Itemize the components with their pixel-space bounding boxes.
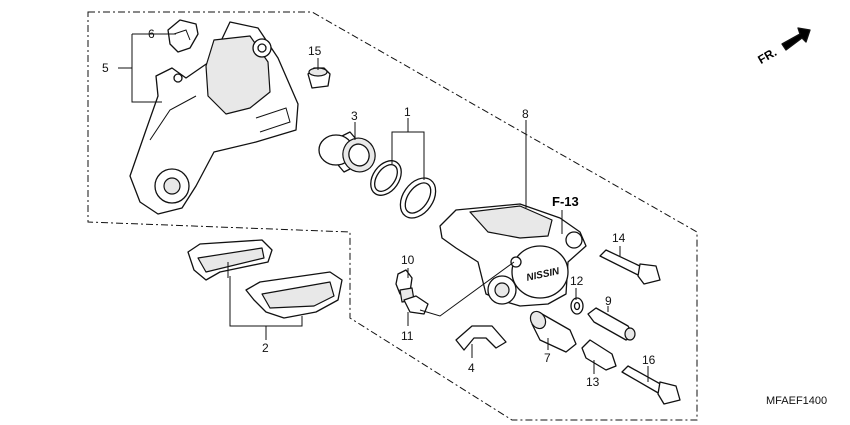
sealing-washer (570, 297, 584, 315)
part-label-11: 11 (401, 329, 414, 343)
piston-seals (370, 160, 437, 219)
part-label-14: 14 (612, 231, 626, 245)
brake-pads (187, 239, 343, 319)
part-label-15: 15 (308, 44, 322, 58)
part-label-7: 7 (544, 351, 551, 365)
part-label-12: 12 (570, 274, 584, 288)
part-label-6: 6 (148, 27, 155, 41)
part-label-13: 13 (586, 375, 600, 389)
reference-label: F-13 (552, 194, 579, 209)
part-label-9: 9 (605, 294, 612, 308)
assembly-boundary (87, 11, 698, 421)
caliper-piston (318, 131, 376, 173)
part-label-16: 16 (642, 353, 656, 367)
front-direction-arrow: FR. (755, 27, 811, 67)
pad-spring (455, 325, 507, 351)
part-label-4: 4 (468, 361, 475, 375)
part-label-2: 2 (262, 341, 269, 355)
caliper-body (439, 203, 587, 307)
front-marker-label: FR. (755, 45, 779, 67)
part-label-5: 5 (102, 61, 109, 75)
slide-pin-boot (529, 310, 577, 353)
part-label-1: 1 (404, 105, 411, 119)
pin-bolt-upper (599, 249, 661, 285)
part-label-10: 10 (401, 253, 415, 267)
part-label-8: 8 (522, 107, 529, 121)
pin-bolt-lower (621, 365, 681, 405)
diagram-code-label: MFAEF1400 (766, 395, 827, 407)
bracket-clip (167, 19, 199, 53)
boot-cap (307, 67, 331, 89)
pin-boot (581, 339, 617, 371)
part-label-3: 3 (351, 109, 358, 123)
bleed-bolt (403, 295, 429, 315)
slide-pin (587, 307, 636, 341)
leader-lines (118, 33, 649, 382)
caliper-bracket (129, 21, 299, 215)
